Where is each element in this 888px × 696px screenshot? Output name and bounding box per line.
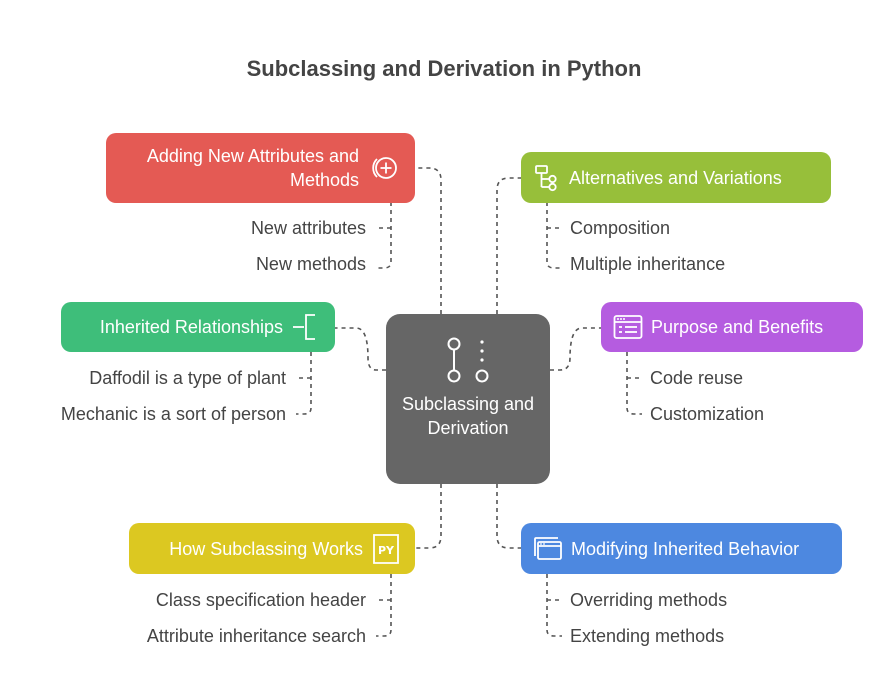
svg-text:PY: PY xyxy=(378,544,395,557)
topic-alternatives-variations: Alternatives and Variations xyxy=(521,152,831,203)
subtopic-overriding-methods: Overriding methods xyxy=(570,590,728,610)
topic-inherited-relationships: Inherited Relationships xyxy=(61,302,335,352)
center-label: Subclassing and Derivation xyxy=(401,394,535,438)
topic-label: Modifying Inherited Behavior xyxy=(571,538,800,559)
center-node: Subclassing and Derivation xyxy=(386,314,550,484)
subtopic-attribute-inheritance-search: Attribute inheritance search xyxy=(146,626,366,646)
topic-how-subclassing-works: How Subclassing Works PY xyxy=(129,523,415,574)
topic-adding-new-attributes: Adding New Attributes and Methods xyxy=(106,133,415,203)
subtopic-class-specification-header: Class specification header xyxy=(155,590,366,610)
topic-purpose-benefits: Purpose and Benefits xyxy=(601,302,863,352)
subtopic-composition: Composition xyxy=(570,218,671,238)
subtopic-new-methods: New methods xyxy=(255,254,366,274)
subtopic-new-attributes: New attributes xyxy=(250,218,366,238)
subtopic-customization: Customization xyxy=(650,404,765,424)
subtopic-extending-methods: Extending methods xyxy=(570,626,725,646)
topic-label: How Subclassing Works xyxy=(169,538,363,559)
diagram-title: Subclassing and Derivation in Python xyxy=(246,56,642,81)
python-file-icon: PY xyxy=(371,533,401,565)
topic-label: Adding New Attributes and Methods xyxy=(146,146,359,190)
topic-label: Alternatives and Variations xyxy=(569,167,782,188)
subtopic-code-reuse: Code reuse xyxy=(650,368,744,388)
class-hierarchy-icon xyxy=(447,337,489,383)
subtopic-daffodil: Daffodil is a type of plant xyxy=(89,368,286,388)
plus-circle-icon xyxy=(367,153,401,183)
hierarchy-icon xyxy=(533,163,561,193)
topic-label: Inherited Relationships xyxy=(99,317,283,337)
topic-modifying-inherited-behavior: Modifying Inherited Behavior xyxy=(521,523,842,574)
bracket-icon xyxy=(291,312,321,342)
windows-icon xyxy=(533,534,563,564)
subtopic-mechanic: Mechanic is a sort of person xyxy=(60,404,286,424)
subtopic-multiple-inheritance: Multiple inheritance xyxy=(570,254,726,274)
topic-label: Purpose and Benefits xyxy=(651,317,824,337)
list-window-icon xyxy=(613,312,643,342)
